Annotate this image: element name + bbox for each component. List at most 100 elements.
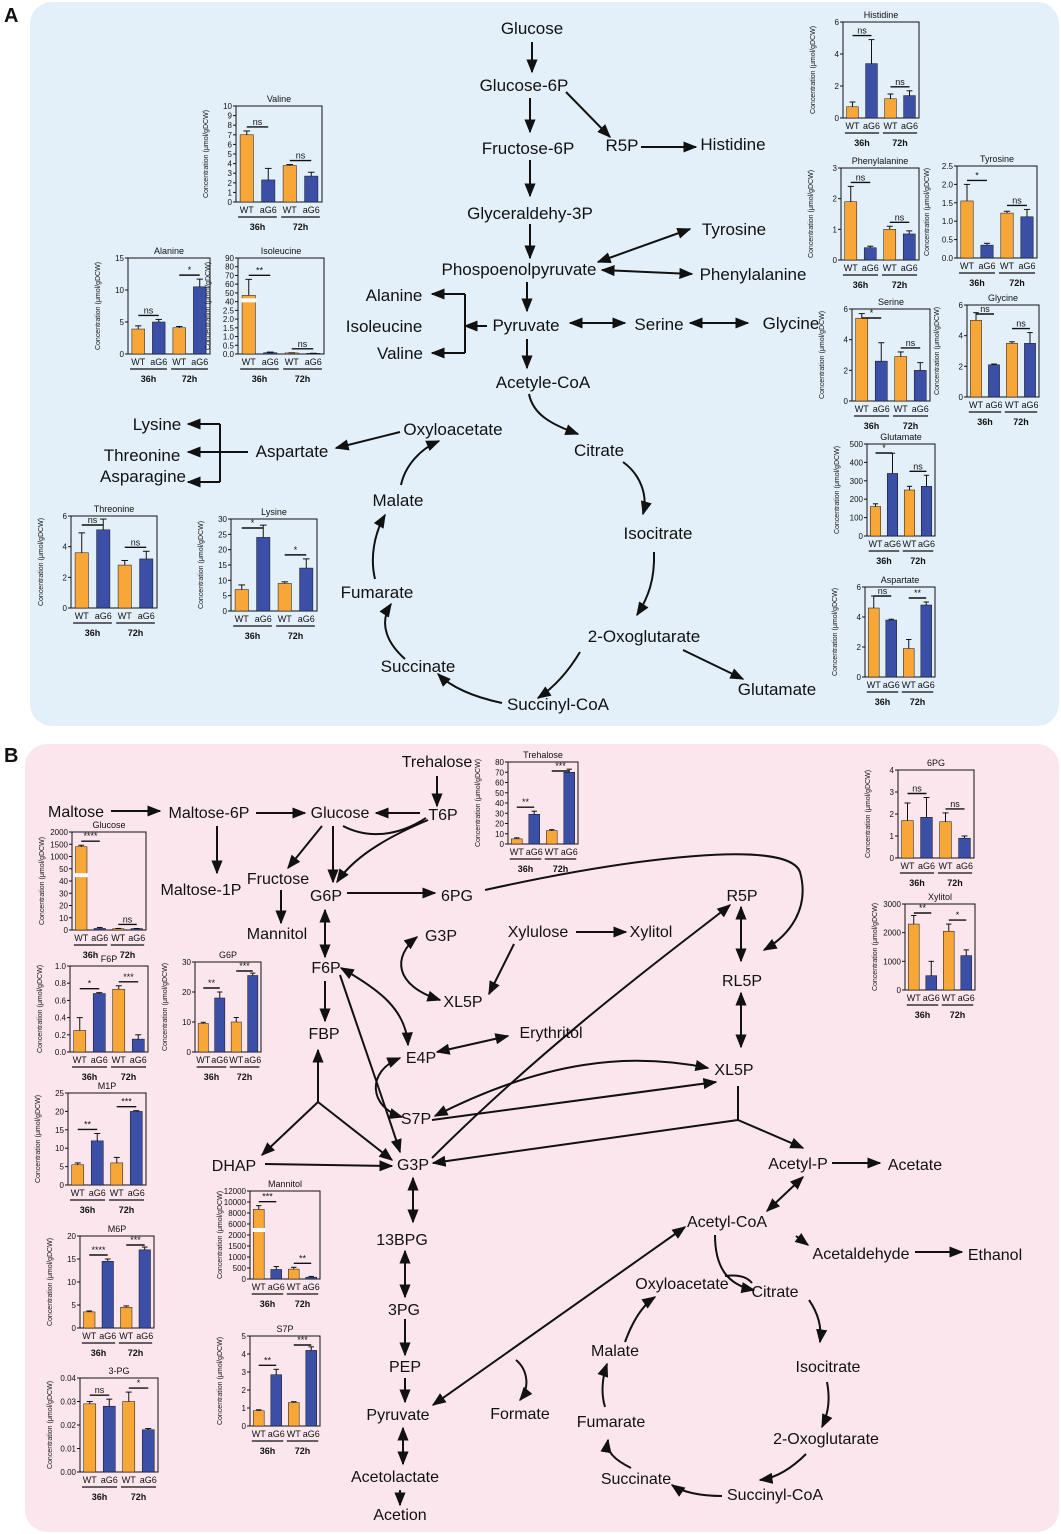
metabolite-malate: Malate <box>591 1343 639 1360</box>
chart-ytick-label: 1.5 <box>223 324 235 333</box>
chart-ytick-label: 15 <box>67 1255 76 1264</box>
chart-glucose: Glucose01020304050100015002000Concentrat… <box>39 820 147 960</box>
chart-ytick-label: 10 <box>495 830 504 839</box>
panel-b-metabolites: Trehalose Maltose Maltose-6P Glucose T6P… <box>48 754 1022 1524</box>
chart-significance-label: ns <box>88 515 98 525</box>
chart-significance-label: * <box>975 170 979 180</box>
chart-tyrosine: Tyrosine0.00.51.01.52.02.5Concentration … <box>924 154 1038 288</box>
chart-ytick-label: 20 <box>495 820 504 829</box>
chart-group-label: WT <box>111 933 125 943</box>
metabolite-mannitol: Mannitol <box>247 926 307 943</box>
chart-significance-label: * <box>882 443 886 453</box>
chart-group-label: aG6 <box>863 121 880 131</box>
chart-ytick-label: 10 <box>182 1018 191 1027</box>
chart-ytick-label: 20 <box>59 902 68 911</box>
chart-bar <box>908 923 920 991</box>
chart-bar <box>90 1140 104 1186</box>
chart-significance-label: * <box>956 910 960 920</box>
chart-bar <box>129 1111 143 1186</box>
chart-group-label: WT <box>869 539 883 549</box>
metabolite-isoleucine: Isoleucine <box>346 317 423 336</box>
panel-b-arrow-24 <box>431 1077 718 1121</box>
chart-ytick-label: 30 <box>218 515 227 524</box>
panel-b-arrow-27 <box>260 1101 319 1156</box>
chart-group-label: WT <box>510 847 524 857</box>
chart-ytick-label: 2000 <box>50 828 68 837</box>
metabolite-acetaldehyde: Acetaldehyde <box>813 1246 910 1263</box>
chart-ytick-label: 60 <box>495 779 504 788</box>
chart-ytick-label: 2.5 <box>942 162 954 171</box>
chart-ytick-label: 40 <box>225 298 234 307</box>
metabolite-glucose-6p: Glucose-6P <box>480 76 569 95</box>
chart-ytick-label: 90 <box>225 254 234 263</box>
chart-frame <box>249 1335 321 1427</box>
chart-title: Histidine <box>864 10 899 20</box>
chart-group-label: aG6 <box>89 1188 106 1198</box>
chart-ytick-label: 30 <box>495 809 504 818</box>
chart-bar <box>152 321 166 355</box>
chart-bar <box>288 1402 300 1427</box>
chart-group-label: aG6 <box>918 680 935 690</box>
chart-frame <box>237 257 325 355</box>
chart-isoleucine: Isoleucine0.00.51.01.52.02.5405060708090… <box>205 246 325 384</box>
chart-significance-label: * <box>188 265 192 275</box>
chart-frame <box>866 443 936 537</box>
chart-ytick-label: 1 <box>242 1404 247 1413</box>
metabolite-rl5p: RL5P <box>722 973 762 990</box>
chart-significance-label: * <box>294 545 298 555</box>
panel-a-metabolites: Glucose Glucose-6P Fructose-6P R5P Histi… <box>100 19 819 714</box>
chart-bar <box>288 1268 300 1280</box>
metabolite-acetate: Acetate <box>888 1157 942 1174</box>
panel-a-arrow-23 <box>622 461 652 516</box>
panel-label-b: B <box>4 745 18 767</box>
chart-group-label: aG6 <box>912 404 929 414</box>
panel-b-arrow-25 <box>431 904 732 1159</box>
chart-group-label: aG6 <box>211 1055 228 1065</box>
panel-b-arrow-23 <box>433 1059 710 1117</box>
chart-group-label: aG6 <box>956 861 973 871</box>
chart-group-label: WT <box>71 1188 85 1198</box>
chart-ytick-label: 0.2 <box>55 1031 67 1040</box>
chart-group-label: WT <box>242 357 256 367</box>
chart-ylabel: Concentration (μmol/gDCW) <box>924 168 931 256</box>
chart-frame <box>864 586 936 678</box>
chart-ylabel: Concentration (μmol/gDCW) <box>95 262 102 350</box>
chart-group-label: WT <box>82 1331 96 1341</box>
chart-time-label: 72h <box>131 1492 147 1502</box>
chart-ytick-label: 5 <box>228 150 233 159</box>
chart-bar <box>886 473 899 537</box>
chart-ytick-label: 100 <box>850 514 864 523</box>
chart-title: Trehalose <box>523 750 563 760</box>
chart-ylabel: Concentration (μmol/gDCW) <box>810 26 817 114</box>
chart-ytick-label: 10 <box>59 914 68 923</box>
chart-title: 6PG <box>927 758 945 768</box>
chart-title: Tyrosine <box>980 154 1014 164</box>
chart-time-label: 72h <box>910 556 926 566</box>
chart-ytick-label: 5 <box>60 1163 65 1172</box>
metabolite-2-oxoglutarate: 2-Oxoglutarate <box>773 1431 879 1448</box>
metabolite-xylitol: Xylitol <box>630 924 673 941</box>
chart-group-label: aG6 <box>918 861 935 871</box>
chart-bar <box>846 106 859 119</box>
chart-frame <box>904 903 976 991</box>
chart-group-label: aG6 <box>958 993 975 1003</box>
metabolite-succinyl-coa: Succinyl-CoA <box>507 695 610 714</box>
chart-frame <box>840 167 920 261</box>
chart-group-label: WT <box>960 261 974 271</box>
panel-b-arrow-42 <box>714 1234 756 1294</box>
chart-ylabel: Concentration (μmol/gDCW) <box>39 837 46 925</box>
chart-ytick-label: 0.01 <box>60 1445 76 1454</box>
chart-frame <box>842 21 920 119</box>
chart-bar <box>980 244 994 259</box>
chart-ytick-label: 5 <box>223 592 228 601</box>
panel-a-arrow-17 <box>334 431 401 451</box>
chart-ytick-label: 2 <box>835 82 840 91</box>
chart-group-label: WT <box>942 993 956 1003</box>
chart-ylabel: Concentration (μmol/gDCW) <box>47 1238 54 1326</box>
metabolite-xl5p-right: XL5P <box>714 1062 753 1079</box>
